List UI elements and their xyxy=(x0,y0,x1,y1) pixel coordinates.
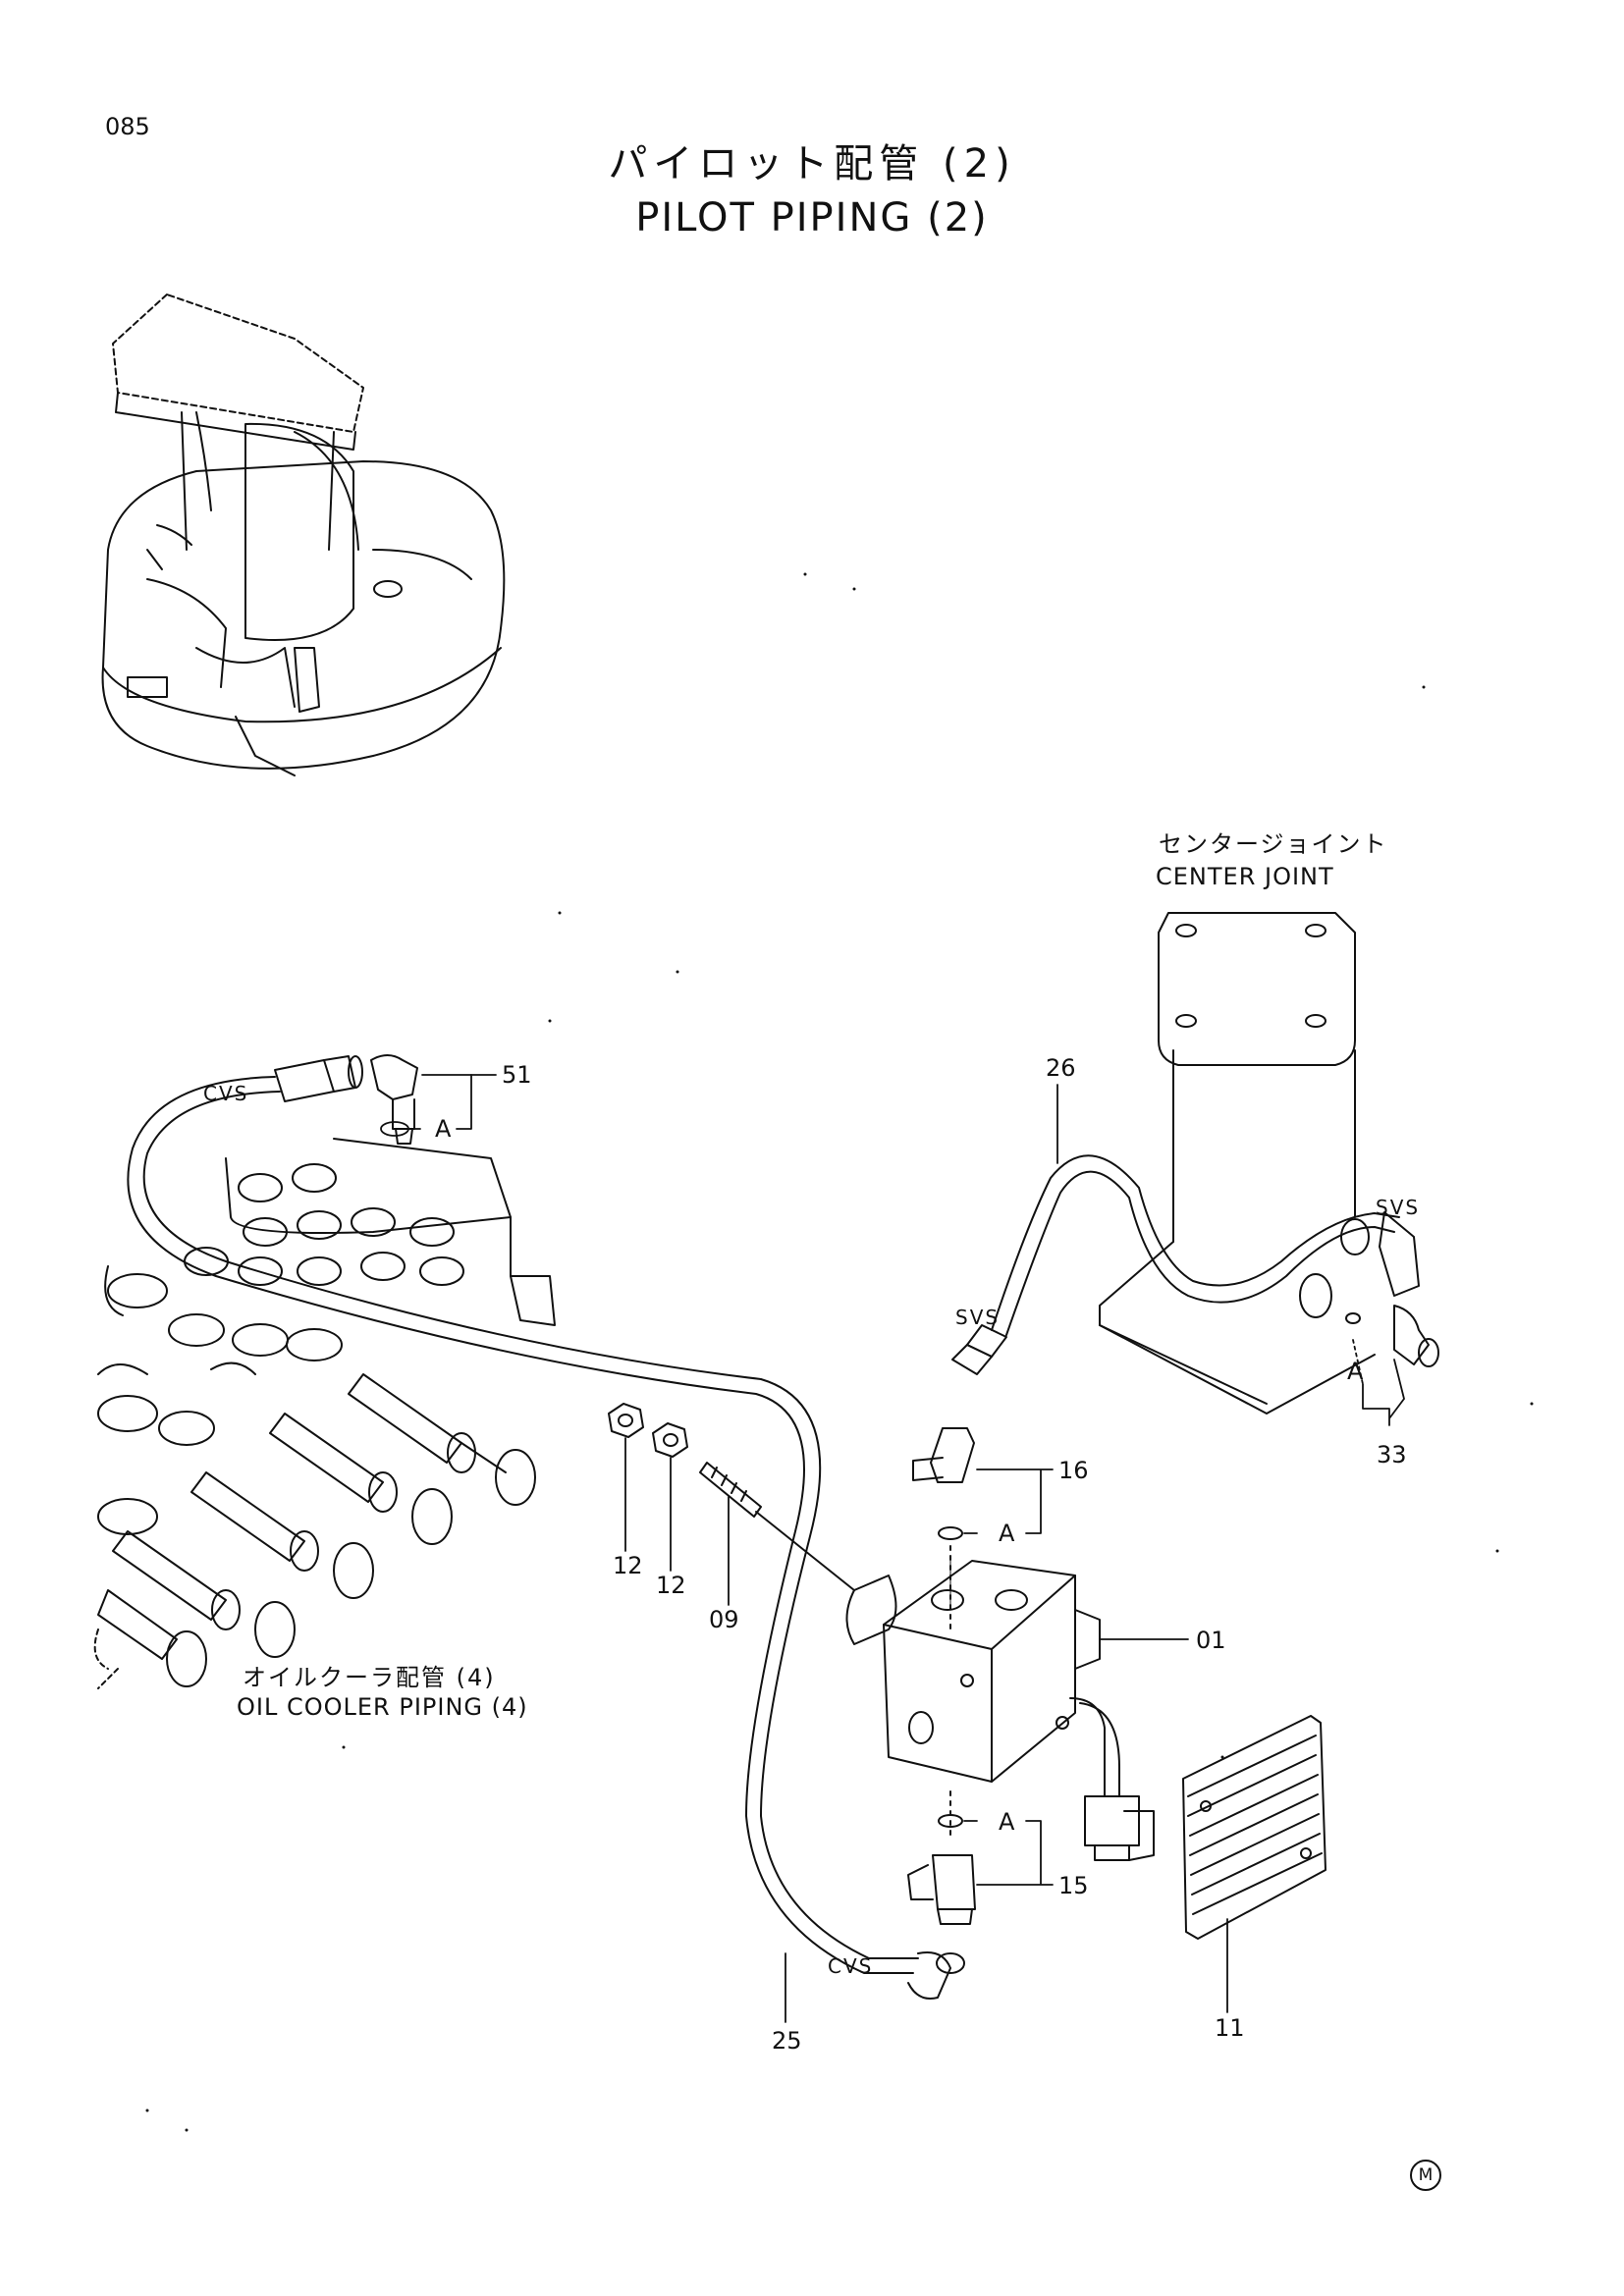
title-english: PILOT PIPING (2) xyxy=(635,195,989,240)
oil-cooler-label-en: OIL COOLER PIPING (4) xyxy=(237,1693,528,1721)
center-joint xyxy=(1099,912,1376,1415)
part-label-25: 25 xyxy=(772,2027,802,2055)
hose-26 xyxy=(951,1154,1439,1375)
control-valve-bank xyxy=(93,1138,556,1689)
detail-tag-a-16: A xyxy=(999,1520,1015,1547)
part-label-15: 15 xyxy=(1058,1872,1089,1899)
fitting-15 xyxy=(907,1790,976,1925)
oil-cooler-label-jp: オイルクーラ配管 (4) xyxy=(243,1664,496,1691)
hose-tag-svs-right: SVS xyxy=(1376,1196,1421,1219)
page-number: 085 xyxy=(105,113,150,140)
nuts-and-stud xyxy=(608,1403,855,1591)
part-label-11: 11 xyxy=(1215,2014,1245,2042)
detail-tag-a-33: A xyxy=(1347,1358,1364,1385)
center-joint-label-jp: センタージョイント xyxy=(1159,830,1388,858)
hose-tag-cvs-bottom: CVS xyxy=(828,1954,874,1978)
hose-tag-svs-left: SVS xyxy=(955,1306,1001,1329)
title-japanese: パイロット配管 (2) xyxy=(608,141,1016,187)
solenoid-valve-block-01 xyxy=(845,1545,1155,1861)
hose-tag-cvs-top: CVS xyxy=(203,1082,249,1105)
detail-tag-a-51: A xyxy=(435,1115,452,1143)
excavator-overview xyxy=(101,294,506,776)
center-joint-label-en: CENTER JOINT xyxy=(1156,863,1334,890)
part-label-12b: 12 xyxy=(656,1572,686,1599)
part-label-01: 01 xyxy=(1196,1627,1226,1654)
part-label-16: 16 xyxy=(1058,1457,1089,1484)
detail-tag-a-15: A xyxy=(999,1808,1015,1836)
corner-mark: M xyxy=(1410,2160,1441,2191)
part-label-12a: 12 xyxy=(613,1552,643,1579)
part-label-33: 33 xyxy=(1377,1441,1407,1468)
amplifier-plate-11 xyxy=(1182,1715,1326,1940)
scan-dots xyxy=(145,572,1534,2132)
fitting-16 xyxy=(912,1427,975,1540)
hose-25 xyxy=(127,1054,965,2000)
leader-lines xyxy=(380,1074,1405,2023)
part-label-51: 51 xyxy=(502,1061,532,1089)
part-label-26: 26 xyxy=(1046,1054,1076,1082)
part-label-09: 09 xyxy=(709,1606,739,1633)
